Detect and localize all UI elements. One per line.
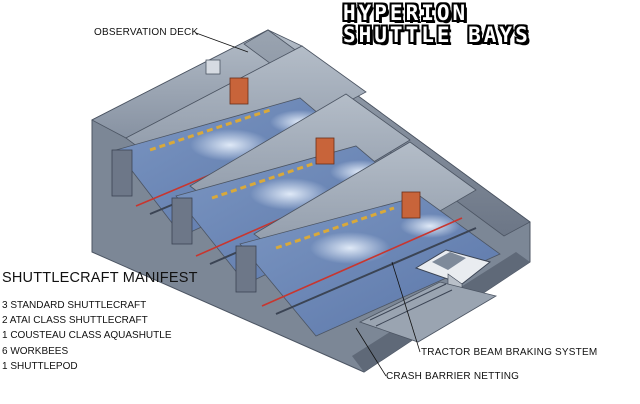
list-item: 1 SHUTTLEPOD: [2, 360, 78, 372]
manifest-heading: SHUTTLECRAFT MANIFEST: [2, 270, 198, 286]
label-crash-barrier: CRASH BARRIER NETTING: [386, 371, 520, 382]
manifest-list: 3 STANDARD SHUTTLECRAFT 2 ATAI CLASS SHU…: [2, 298, 198, 374]
label-observation-deck: OBSERVATION DECK: [94, 27, 199, 38]
list-item: 3 STANDARD SHUTTLECRAFT: [2, 300, 147, 311]
title-line-2: SHUTTLE BAYS: [343, 23, 531, 47]
callout-lines: [195, 32, 421, 377]
shuttle-bay-3: [235, 141, 501, 337]
list-item: 2 ATAI CLASS SHUTTLECRAFT: [2, 315, 148, 327]
label-tractor-beam: TRACTOR BEAM BRAKING SYSTEM: [421, 347, 598, 358]
crash-barrier: [358, 281, 498, 343]
title-line-1: HYPERION: [343, 1, 469, 25]
shuttlecraft-icon: [414, 249, 492, 295]
shuttlecraft-manifest: SHUTTLECRAFT MANIFEST 3 STANDARD SHUTTLE…: [2, 270, 198, 374]
page-title: HYPERION SHUTTLE BAYS: [343, 2, 531, 46]
list-item: 6 WORKBEES: [2, 345, 69, 357]
list-item: 1 COUSTEAU CLASS AQUASHUTLE: [2, 330, 172, 342]
